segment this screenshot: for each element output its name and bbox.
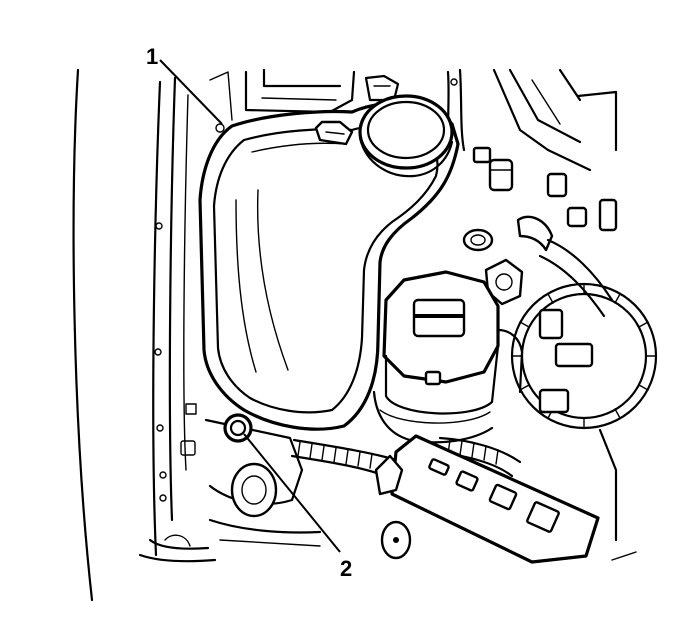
callout-2-leader	[243, 433, 341, 553]
callout-1: 1	[146, 44, 223, 125]
callout-1-leader	[159, 59, 223, 125]
callout-1-label: 1	[146, 44, 158, 69]
callout-2: 2	[243, 433, 352, 581]
coolant-reservoir	[198, 94, 460, 431]
callout-2-label: 2	[340, 556, 352, 581]
left-fender-panel	[72, 68, 233, 602]
background-components	[244, 68, 658, 561]
lower-mount-area	[204, 418, 322, 547]
wiring-harness	[290, 434, 600, 564]
oil-filler-cap	[372, 270, 524, 444]
